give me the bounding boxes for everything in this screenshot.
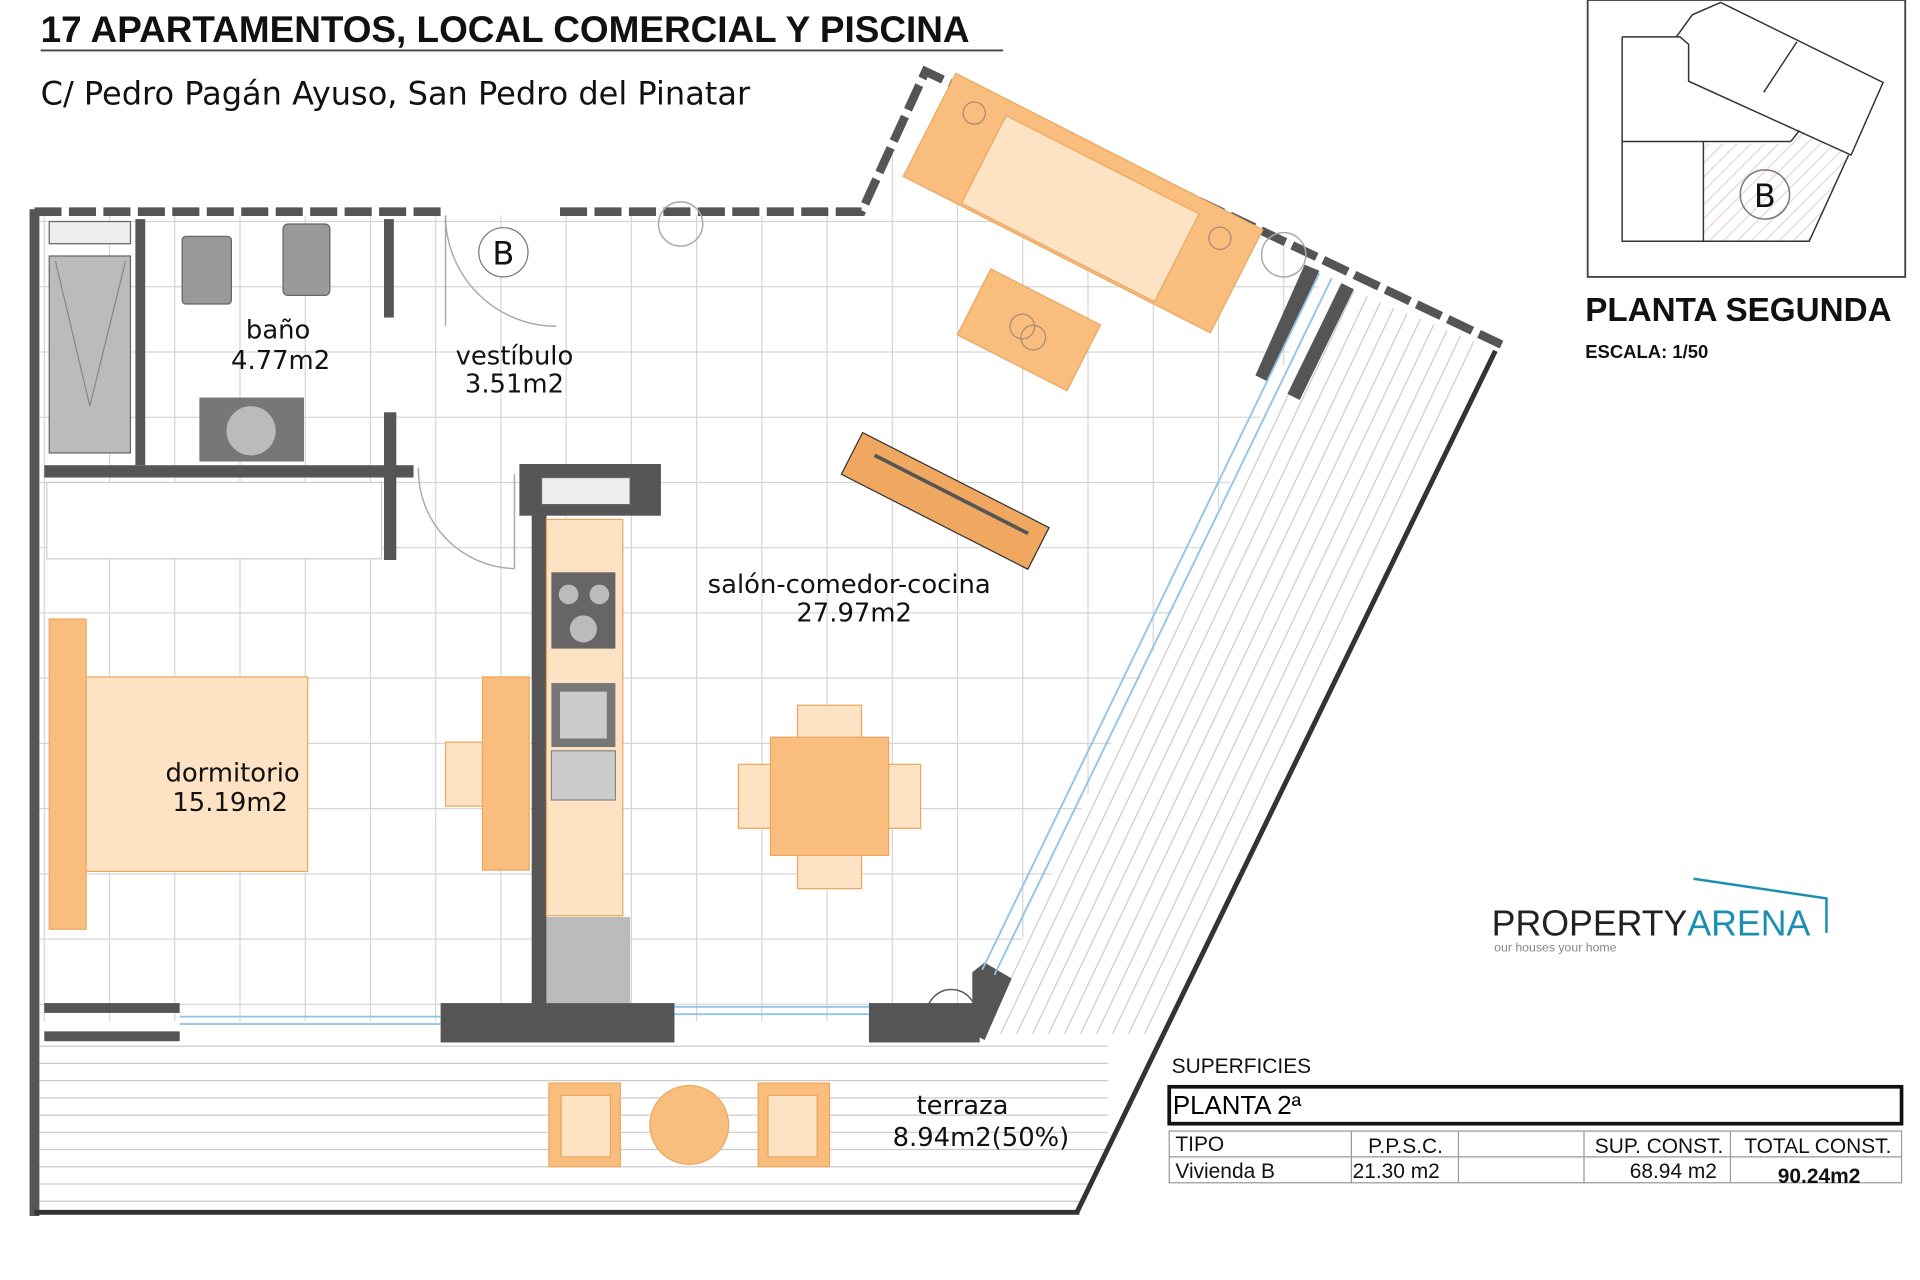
bed [48, 618, 309, 930]
cell-sup-const: 68.94 m2 [1630, 1160, 1717, 1183]
room-name-living: salón-comedor-cocina [708, 570, 991, 600]
room-area-bedroom: 15.19m2 [172, 788, 288, 818]
property-arena-logo: PROPERTYARENA our houses your home [1492, 877, 1828, 954]
key-plan: B [1586, 0, 1907, 278]
doors [417, 201, 1307, 1040]
deck-board [1064, 283, 1423, 1035]
bathroom-fixtures [48, 220, 331, 462]
cell-type: Vivienda B [1175, 1160, 1275, 1183]
deck-board [1128, 283, 1487, 1035]
cell-total-const: 90.24m2 [1778, 1165, 1861, 1188]
svg-text:our houses your home: our houses your home [1494, 940, 1617, 954]
scale-label: ESCALA: 1/50 [1585, 341, 1708, 362]
deck-board [984, 283, 1343, 1035]
room-name-bathroom: baño [246, 315, 310, 345]
col-header-sup-const: SUP. CONST. [1595, 1135, 1724, 1158]
kitchen-counter [540, 476, 631, 1004]
room-area-bathroom: 4.77m2 [231, 346, 330, 376]
coffee-table [956, 268, 1102, 392]
windows [179, 272, 1333, 1025]
deck-board [1048, 283, 1407, 1035]
unit-marker-label: B [492, 235, 514, 273]
key-plan-marker: B [1754, 177, 1776, 215]
unit-marker [478, 227, 529, 278]
areas-floor: PLANTA 2ª [1173, 1092, 1302, 1120]
deck-board [1112, 283, 1471, 1035]
deck-board [1032, 283, 1391, 1035]
deck-board [1016, 283, 1375, 1035]
deck-board [1080, 283, 1439, 1035]
room-area-living: 27.97m2 [796, 599, 912, 629]
tv-unit [840, 431, 1050, 571]
cell-ppsc: 21.30 m2 [1353, 1160, 1440, 1183]
room-name-terrace: terraza [916, 1091, 1008, 1121]
col-header-type: TIPO [1175, 1133, 1224, 1156]
project-address: C/ Pedro Pagán Ayuso, San Pedro del Pina… [41, 75, 751, 113]
col-header-ppsc: P.P.S.C. [1368, 1135, 1443, 1158]
room-name-hall: vestíbulo [456, 341, 574, 371]
areas-table: SUPERFICIES PLANTA 2ª TIPO P.P.S.C. SUP.… [1167, 1055, 1904, 1188]
deck-board [1144, 283, 1496, 1035]
walls [29, 65, 1504, 1216]
dining-table [737, 704, 922, 890]
room-name-bedroom: dormitorio [165, 759, 299, 789]
project-title: 17 APARTAMENTOS, LOCAL COMERCIAL Y PISCI… [41, 9, 970, 50]
wardrobe [46, 481, 383, 560]
col-header-total-const: TOTAL CONST. [1744, 1135, 1891, 1158]
room-area-hall: 3.51m2 [465, 370, 564, 400]
terrace-decking [39, 283, 1496, 1202]
deck-board [1000, 283, 1359, 1035]
room-area-terrace: 8.94m2(50%) [893, 1123, 1070, 1153]
svg-text:PROPERTYARENA: PROPERTYARENA [1492, 903, 1811, 943]
deck-board [1096, 283, 1455, 1035]
terrace-furniture [548, 1082, 831, 1168]
sofa [902, 72, 1264, 334]
floor-name: PLANTA SEGUNDA [1585, 292, 1891, 329]
areas-caption: SUPERFICIES [1172, 1055, 1311, 1078]
desk [444, 676, 530, 871]
